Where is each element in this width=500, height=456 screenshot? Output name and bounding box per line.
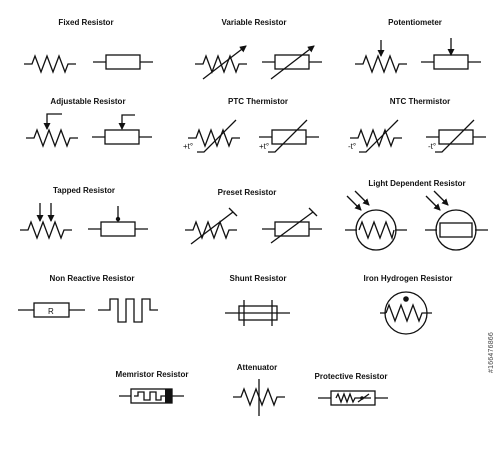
label-ptc-thermistor: PTC Thermistor [227, 97, 289, 106]
label-preset-resistor: Preset Resistor [217, 188, 277, 197]
ntc-thermistor-zigzag: -t° [348, 119, 402, 153]
shunt-resistor [225, 300, 290, 326]
adjustable-resistor-box [92, 114, 152, 145]
variable-resistor-zigzag [195, 45, 247, 80]
label-tapped-resistor: Tapped Resistor [52, 186, 116, 195]
label-ntc-thermistor: NTC Thermistor [389, 97, 451, 106]
attenuator [233, 379, 285, 416]
preset-resistor-box [262, 207, 322, 244]
tapped-resistor-box [88, 206, 148, 237]
label-light-dependent-resistor: Light Dependent Resistor [368, 179, 466, 188]
non-reactive-mark: R [48, 307, 54, 316]
ptc-mark-2: +t° [259, 142, 269, 151]
label-iron-hydrogen-resistor: Iron Hydrogen Resistor [363, 274, 453, 283]
label-protective-resistor: Protective Resistor [314, 372, 388, 381]
preset-resistor-zigzag [185, 207, 238, 245]
label-shunt-resistor: Shunt Resistor [229, 274, 287, 283]
label-attenuator: Attenuator [236, 363, 278, 372]
fixed-resistor-box [93, 54, 153, 70]
adjustable-resistor-zigzag [26, 113, 78, 148]
potentiometer-zigzag [355, 40, 407, 74]
label-potentiometer: Potentiometer [388, 18, 442, 27]
label-adjustable-resistor: Adjustable Resistor [50, 97, 126, 106]
label-variable-resistor: Variable Resistor [221, 18, 287, 27]
protective-resistor [318, 390, 388, 406]
ptc-mark-1: +t° [183, 142, 193, 151]
ntc-mark-2: -t° [428, 142, 436, 151]
ntc-thermistor-box: -t° [426, 119, 486, 153]
label-non-reactive-resistor: Non Reactive Resistor [49, 274, 135, 283]
non-reactive-resistor-wave [98, 298, 158, 323]
ntc-mark-1: -t° [348, 142, 356, 151]
label-memristor-resistor: Memristor Resistor [115, 370, 189, 379]
variable-resistor-box [262, 45, 322, 80]
iron-hydrogen-resistor [380, 291, 432, 335]
fixed-resistor-zigzag [24, 54, 76, 74]
potentiometer-box [421, 38, 481, 70]
non-reactive-resistor-box: R [18, 302, 85, 318]
ldr-box [425, 190, 488, 251]
ptc-thermistor-zigzag: +t° [183, 119, 240, 153]
label-fixed-resistor: Fixed Resistor [58, 18, 114, 27]
memristor-resistor [119, 388, 184, 404]
ptc-thermistor-box: +t° [259, 119, 319, 153]
tapped-resistor-zigzag [20, 203, 72, 240]
ldr-zigzag [345, 190, 407, 251]
